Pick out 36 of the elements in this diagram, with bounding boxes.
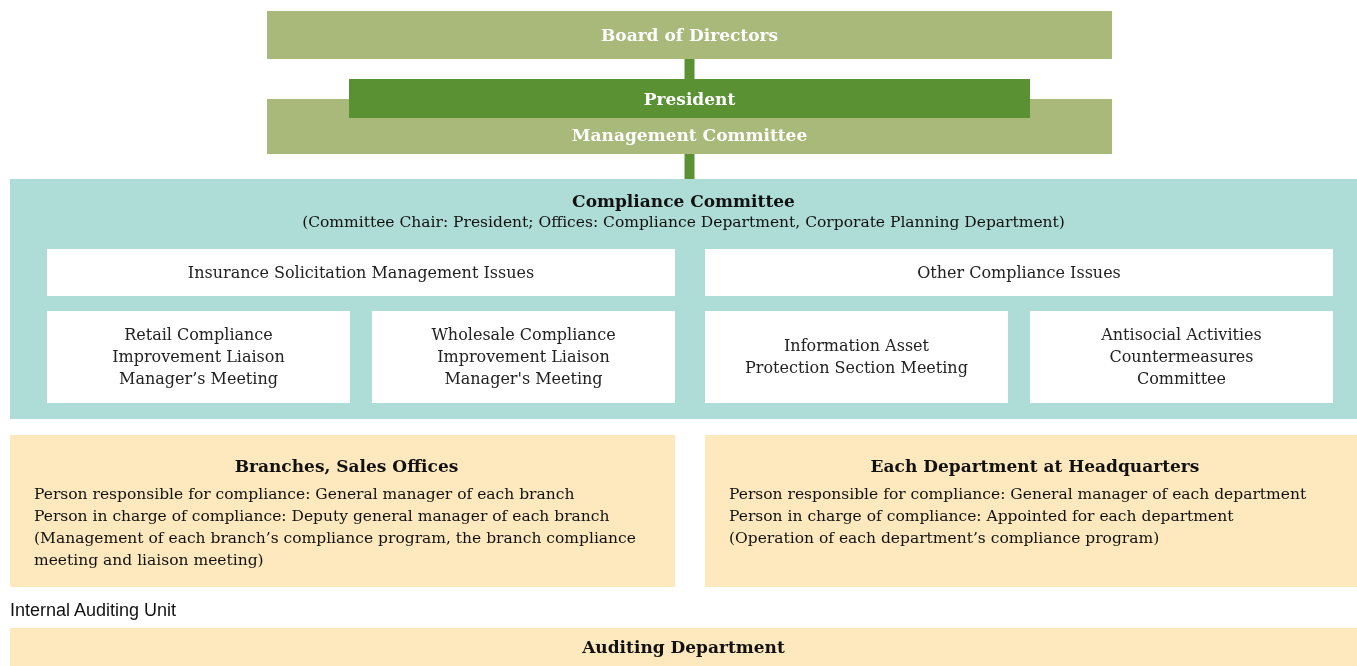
box-label: Retail Compliance Improvement Liaison Manager’s Meeting: [111, 324, 286, 390]
process-box: [705, 311, 1008, 403]
group-panel: [705, 435, 1357, 587]
box-label: President: [643, 88, 736, 109]
group-panel: [10, 179, 1357, 419]
panel-text: (Operation of each department’s compliance program): [729, 528, 1161, 549]
box-label: Auditing Department: [582, 637, 785, 657]
panel-heading: Branches, Sales Offices: [233, 455, 460, 477]
title-bar: [267, 11, 1112, 59]
box-label: Management Committee: [571, 125, 808, 145]
panel-text: Person responsible for compliance: General manager of each department: [729, 484, 1308, 505]
box-label: Board of Directors: [600, 25, 779, 45]
process-box: [47, 311, 350, 403]
process-box: [1030, 311, 1333, 403]
process-box: [705, 249, 1333, 296]
section-label: Internal Auditing Unit: [10, 600, 177, 621]
box-label: Antisocial Activities Countermeasures Committee: [1100, 324, 1263, 390]
title-bar: [349, 79, 1030, 118]
group-panel: [10, 435, 675, 587]
panel-text: Person responsible for compliance: General manager of each branch: [34, 484, 576, 505]
panel-subtitle: (Committee Chair: President; Offices: Compliance Department, Corporate Planning Department): [302, 213, 1065, 231]
title-bar: [10, 628, 1357, 666]
box-label: Information Asset Protection Section Meeting: [745, 335, 968, 379]
panel-text: Person in charge of compliance: Appointed for each department: [729, 506, 1235, 527]
panel-heading: Each Department at Headquarters: [869, 455, 1201, 477]
process-box: [372, 311, 675, 403]
panel-text: Person in charge of compliance: Deputy general manager of each branch: [34, 506, 611, 527]
box-label: Insurance Solicitation Management Issues: [187, 261, 535, 284]
title-bar: [267, 79, 1112, 154]
panel-heading: Compliance Committee: [572, 191, 795, 211]
connector-line: [684, 59, 695, 79]
panel-text: (Management of each branch’s compliance program, the branch compliance meeting and liaison meeting): [34, 528, 637, 571]
box-label: Other Compliance Issues: [917, 261, 1121, 284]
process-box: [47, 249, 675, 296]
box-label: Wholesale Compliance Improvement Liaison Manager's Meeting: [430, 324, 617, 390]
connector-line: [684, 154, 695, 179]
